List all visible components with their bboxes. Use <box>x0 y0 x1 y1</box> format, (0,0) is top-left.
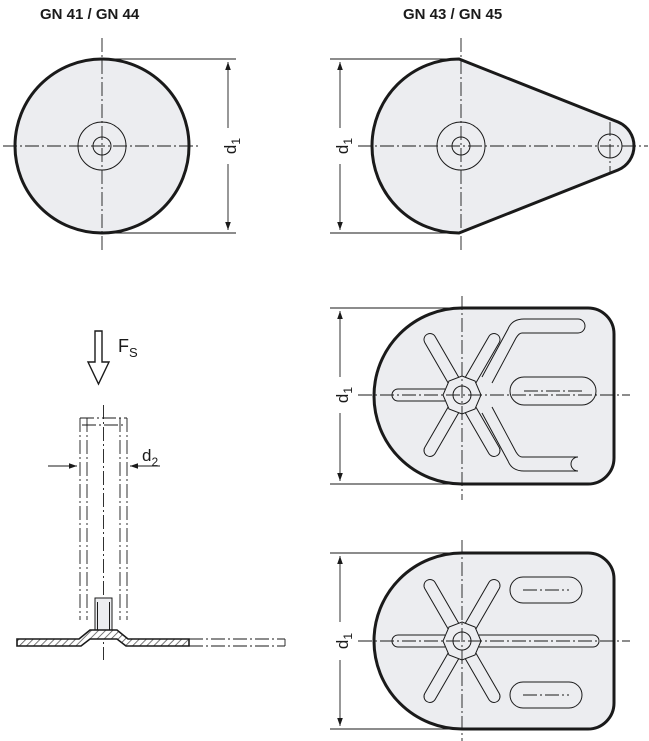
d1-label-bell-2: d <box>333 640 352 649</box>
svg-text:d2: d2 <box>142 446 158 469</box>
svg-text:FS: FS <box>118 336 138 360</box>
d1-label-bell-1: d <box>333 394 352 403</box>
svg-text:d1: d1 <box>221 138 243 154</box>
view-bell-base-oblong: d1 <box>330 540 630 741</box>
d1-subscript-teardrop: 1 <box>341 138 355 145</box>
d1-subscript-bell-1: 1 <box>341 387 355 394</box>
d1-subscript-round: 1 <box>229 138 243 145</box>
view-bell-base-slots: d1 <box>330 296 630 500</box>
d2-subscript: 2 <box>151 455 158 469</box>
svg-text:d1: d1 <box>333 138 355 154</box>
fs-subscript: S <box>129 345 138 360</box>
d1-label-round: d <box>221 145 240 154</box>
d1-label-teardrop: d <box>333 145 352 154</box>
view-side-section: FS d2 <box>16 330 286 660</box>
d1-subscript-bell-2: 1 <box>341 633 355 640</box>
svg-text:d1: d1 <box>333 387 355 403</box>
header-gn41-gn44: GN 41 / GN 44 <box>40 6 140 23</box>
svg-text:d1: d1 <box>333 633 355 649</box>
d2-label: d <box>142 446 151 465</box>
header-gn43-gn45: GN 43 / GN 45 <box>403 6 503 23</box>
view-round-base: d1 <box>3 38 243 250</box>
view-teardrop-base: d1 <box>330 38 648 250</box>
fs-label: F <box>118 336 129 356</box>
